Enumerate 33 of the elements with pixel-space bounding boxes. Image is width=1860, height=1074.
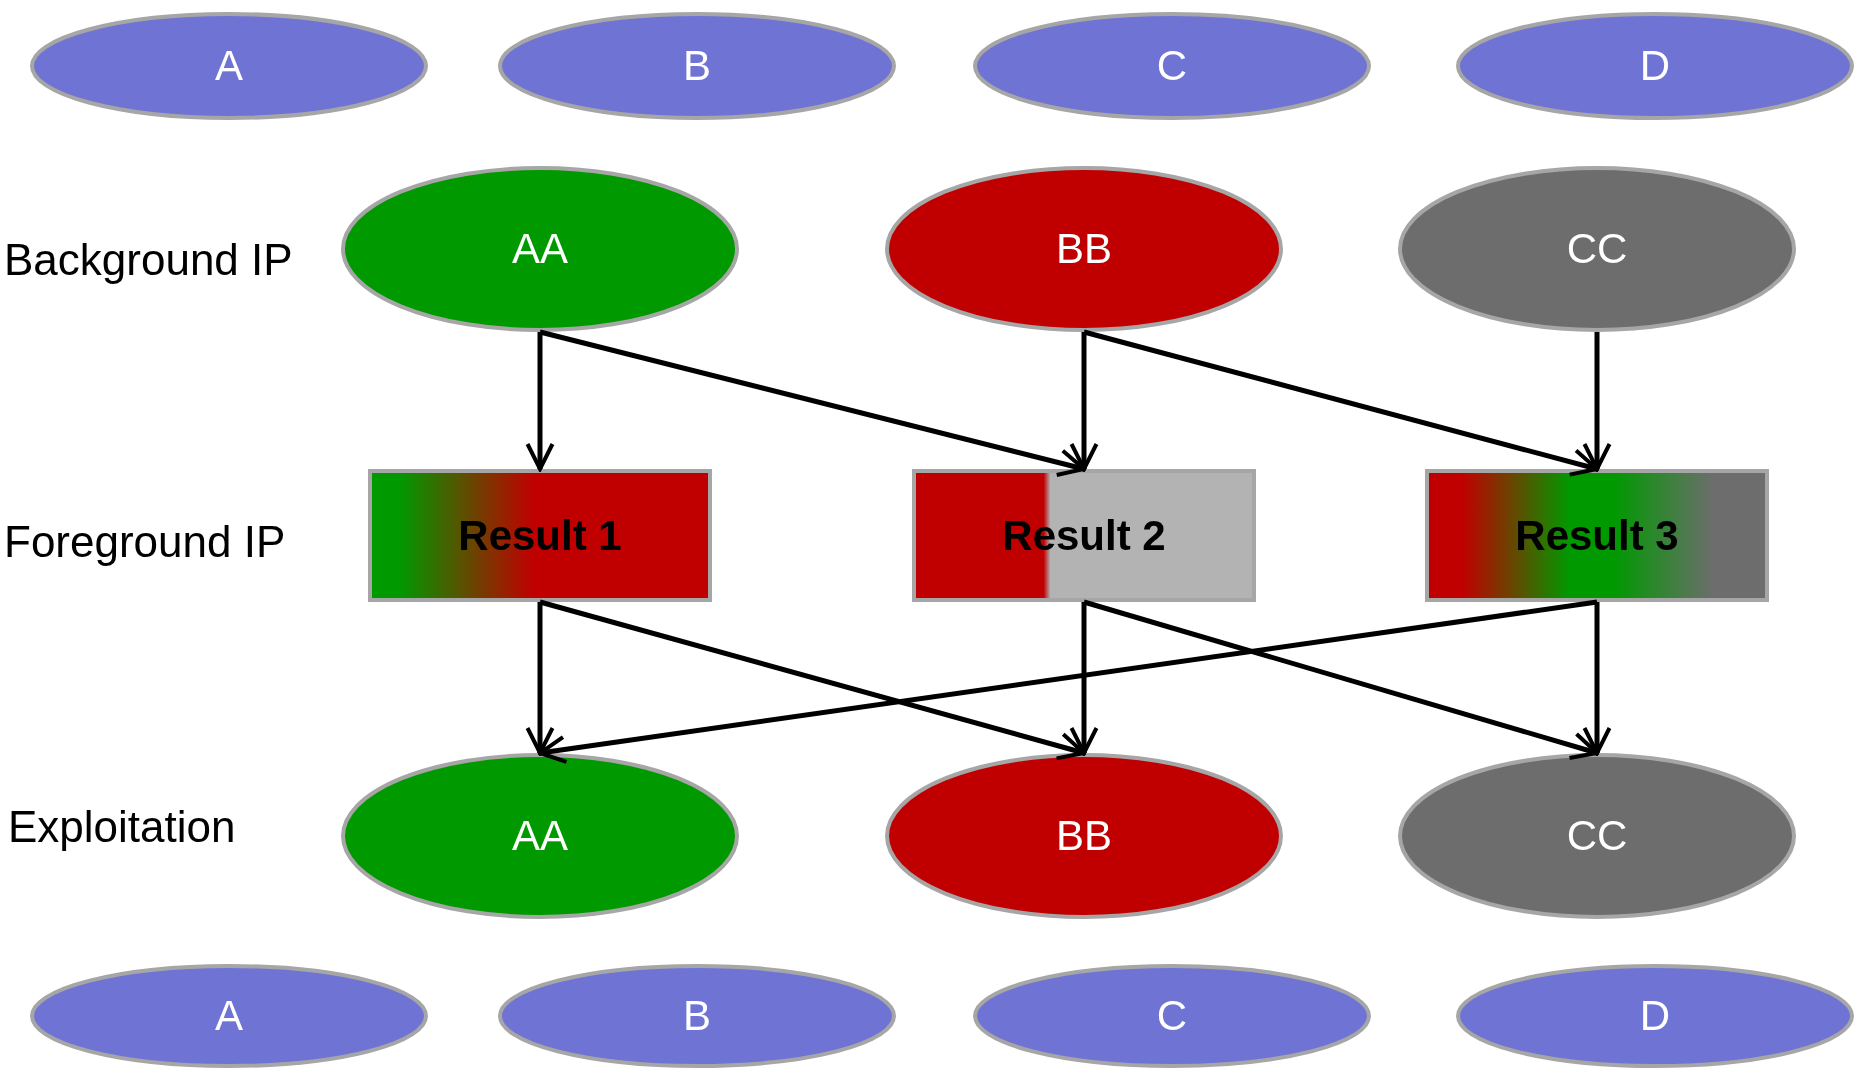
node-label: B xyxy=(683,992,711,1040)
node-label: C xyxy=(1156,992,1188,1040)
arrow xyxy=(1069,602,1099,755)
node-label: BB xyxy=(1056,225,1112,273)
node-label: BB xyxy=(1056,812,1112,860)
node-label: C xyxy=(1156,42,1188,90)
row-label: Foreground IP xyxy=(4,517,286,567)
arrow xyxy=(539,599,1086,761)
node-label: AA xyxy=(512,812,568,860)
arrow xyxy=(525,332,555,471)
node-label: B xyxy=(683,42,711,90)
row-label: Background IP xyxy=(4,235,293,285)
node-label: CC xyxy=(1566,225,1628,273)
node-label: A xyxy=(215,992,243,1040)
arrow xyxy=(539,329,1086,477)
arrow xyxy=(1083,329,1599,477)
arrow xyxy=(525,602,555,755)
node-label: Result 3 xyxy=(1515,511,1679,560)
result-box xyxy=(368,469,712,602)
node-label: CC xyxy=(1566,812,1628,860)
arrow xyxy=(1582,602,1612,755)
node-label: Result 1 xyxy=(458,511,622,560)
row-label: Exploitation xyxy=(8,802,236,852)
node-label: A xyxy=(215,42,243,90)
node-label: D xyxy=(1639,992,1671,1040)
result-box xyxy=(912,469,1256,602)
arrow xyxy=(1582,332,1612,471)
arrow xyxy=(1083,599,1599,760)
arrow xyxy=(1069,332,1099,471)
node-label: AA xyxy=(512,225,568,273)
node-label: D xyxy=(1639,42,1671,90)
arrow xyxy=(538,599,1598,764)
result-box xyxy=(1425,469,1769,602)
